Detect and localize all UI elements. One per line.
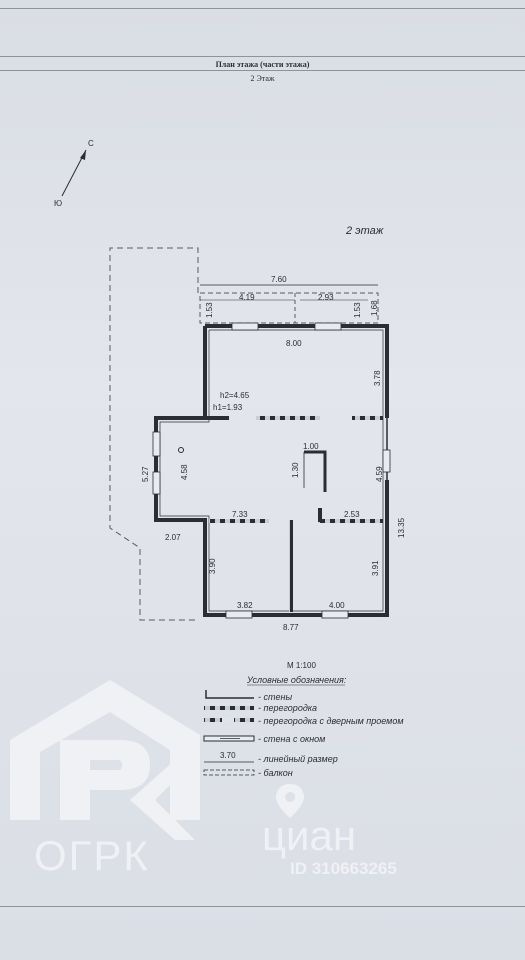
dim-right-upper: 3.78 <box>373 370 382 386</box>
dim-h2: h2=4.65 <box>220 391 250 400</box>
page-subtitle: 2 Этаж <box>250 74 275 83</box>
header-rule-2 <box>0 70 525 71</box>
legend-item-balcony: - балкон <box>258 768 293 778</box>
compass-south-label: Ю <box>54 199 62 208</box>
dim-lower-left-offset: 2.07 <box>165 533 181 542</box>
legend-symbol-window-wall <box>203 735 255 742</box>
legend-item-partition: - перегородка <box>258 703 317 713</box>
cian-brand-text: циан <box>262 812 356 859</box>
dim-room-br-w: 4.00 <box>329 601 345 610</box>
dim-mid-right: 2.53 <box>344 510 360 519</box>
dim-bottom-total: 8.77 <box>283 623 299 632</box>
page-title: План этажа (части этажа) <box>215 60 310 69</box>
dim-room-br-h: 3.91 <box>371 560 380 576</box>
dim-balcony-right-h: 1.68 <box>370 300 379 316</box>
listing-id-text: ID 310663265 <box>290 859 397 878</box>
legend-symbol-balcony <box>203 769 255 776</box>
dim-left-outer: 5.27 <box>141 466 150 482</box>
bottom-rule <box>0 906 525 907</box>
legend-scale: М 1:100 <box>287 661 316 670</box>
dim-h1: h1=1.93 <box>213 403 243 412</box>
floor-label: 2 этаж <box>345 225 384 237</box>
dim-stair-h: 1.30 <box>291 462 300 478</box>
windows <box>152 322 391 619</box>
exterior-walls <box>154 324 389 617</box>
legend-symbol-partition <box>204 706 254 710</box>
balcony <box>199 284 379 324</box>
compass-icon: С Ю <box>54 139 94 208</box>
stair-opening <box>303 450 327 492</box>
dim-right-mid: 4.59 <box>375 466 384 482</box>
dim-top-wall: 8.00 <box>286 339 302 348</box>
ogrk-logo-text: ОГРК <box>34 832 150 879</box>
compass-north-label: С <box>88 139 94 148</box>
dashed-outline <box>109 247 199 621</box>
dim-room-bl-w: 3.82 <box>237 601 253 610</box>
dim-balcony-left: 4.19 <box>239 293 255 302</box>
chimney-icon <box>178 447 184 453</box>
legend-item-dimension: - линейный размер <box>258 754 338 764</box>
dim-room-bl-h: 3.90 <box>208 558 217 574</box>
ogrk-logo <box>10 680 200 840</box>
legend-symbol-wall <box>205 690 254 699</box>
location-pin-icon <box>276 784 304 818</box>
dim-balcony-right: 2.93 <box>318 293 334 302</box>
header-rule <box>0 56 525 57</box>
dim-left-inner: 4.58 <box>180 464 189 480</box>
legend-item-walls: - стены <box>258 692 292 702</box>
dim-balcony-depth-left: 1.53 <box>205 302 214 318</box>
legend-heading: Условные обозначения: <box>246 675 347 685</box>
partitions <box>205 416 383 612</box>
dim-balcony-depth-right: 1.53 <box>353 302 362 318</box>
top-border-line <box>0 8 525 9</box>
legend-dimension-sample: 3.70 <box>220 751 236 760</box>
legend-item-window-wall: - стена с окном <box>258 734 325 744</box>
dim-mid-left: 7.33 <box>232 510 248 519</box>
dim-balcony-total: 7.60 <box>271 275 287 284</box>
legend-item-door-partition: - перегородка с дверным проемом <box>258 716 404 726</box>
dim-stair-w: 1.00 <box>303 442 319 451</box>
dim-total-height: 13.35 <box>397 517 406 538</box>
